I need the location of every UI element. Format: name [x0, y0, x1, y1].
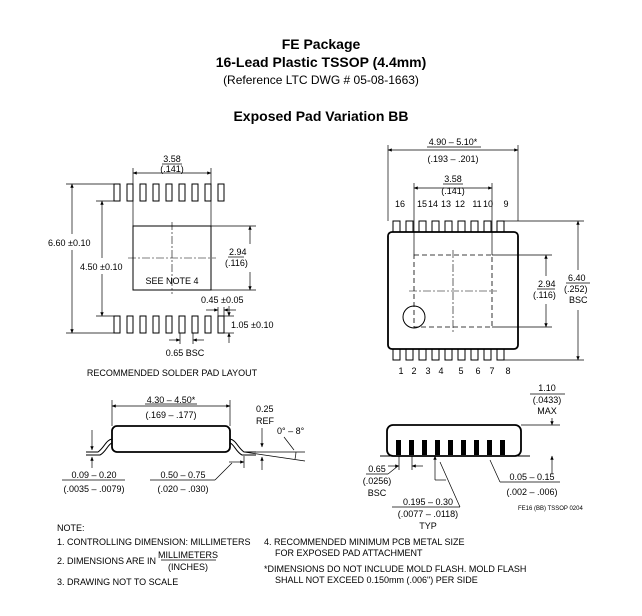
- dim-lead-width-mm: 0.195 – 0.30: [403, 497, 453, 507]
- pin-number: 2: [411, 366, 416, 376]
- side-body: [111, 425, 231, 453]
- pin-number: 10: [483, 199, 493, 209]
- dim-pad-pitch: 0.65 BSC: [166, 348, 205, 358]
- note-3: 3. DRAWING NOT TO SCALE: [57, 577, 178, 587]
- package-side-view: 4.30 – 4.50* (.169 – .177) 0.25 REF 0° –…: [62, 395, 306, 494]
- pin-number: 1: [398, 366, 403, 376]
- drawing-id: FE16 (BB) TSSOP 0204: [518, 506, 583, 512]
- dim-ep-width-mm: 3.58: [444, 174, 462, 184]
- package-top-view: 16 15 14 13 12 11 10 9 1 2 3 4 5 6 7 8 4…: [387, 137, 590, 376]
- pin-number: 14: [428, 199, 438, 209]
- dim-pad-spacing-in: (.141): [160, 164, 184, 174]
- dim-ep-width-in: (.141): [441, 186, 465, 196]
- package-end-view: 1.10 (.0433) MAX 0.65 (.0256) BSC 0.195 …: [363, 383, 584, 531]
- note-4-cont: FOR EXPOSED PAD ATTACHMENT: [275, 548, 423, 558]
- pin-number: 7: [489, 366, 494, 376]
- dim-ep-height-mm: 2.94: [538, 279, 556, 289]
- dim-lead-thickness-mm: 0.09 – 0.20: [71, 470, 116, 480]
- note-1: 1. CONTROLLING DIMENSION: MILLIMETERS: [57, 537, 251, 547]
- pin-number: 16: [395, 199, 405, 209]
- pin-number: 8: [505, 366, 510, 376]
- dim-overall-width-mm: 6.40: [568, 273, 586, 283]
- pin-number: 6: [475, 366, 480, 376]
- dim-foot-length-mm: 0.50 – 0.75: [160, 470, 205, 480]
- note-5-cont: SHALL NOT EXCEED 0.150mm (.006") PER SID…: [275, 575, 478, 585]
- dim-lead-width-typ: TYP: [419, 521, 437, 531]
- notes: NOTE: 1. CONTROLLING DIMENSION: MILLIMET…: [57, 523, 526, 587]
- pin-number: 12: [455, 199, 465, 209]
- dim-lead-pitch-bsc: BSC: [368, 488, 387, 498]
- package-title: FE Package: [282, 36, 361, 52]
- dim-pad-height-in: (.116): [225, 258, 248, 268]
- dim-pad-height-mm: 2.94: [229, 247, 247, 257]
- dim-ref-value: 0.25: [256, 404, 274, 414]
- dim-body-length-in: (.193 – .201): [427, 154, 478, 164]
- dim-height-max: MAX: [537, 406, 557, 416]
- note-2: 2. DIMENSIONS ARE IN: [57, 556, 156, 566]
- dim-height-in: (.0433): [533, 395, 562, 405]
- dim-ep-height-in: (.116): [533, 290, 556, 300]
- lead-angle: 0° – 8°: [277, 426, 305, 436]
- end-leads: [396, 440, 505, 455]
- dim-body-length-mm: 4.90 – 5.10*: [429, 137, 478, 147]
- dim-overall-width-bsc: BSC: [569, 295, 588, 305]
- see-note-label: SEE NOTE 4: [145, 276, 198, 286]
- package-subtitle: 16-Lead Plastic TSSOP (4.4mm): [216, 54, 427, 70]
- dim-overall-width-in: (.252): [564, 284, 588, 294]
- dim-lead-thickness-in: (.0035 – .0079): [63, 484, 124, 494]
- top-leads: [392, 220, 505, 233]
- package-body: [387, 231, 519, 350]
- dim-overall-span: 6.60 ±0.10: [48, 238, 90, 248]
- dim-foot-length-in: (.020 – .030): [157, 484, 208, 494]
- dim-standoff-in: (.002 – .006): [506, 487, 557, 497]
- dim-standoff-mm: 0.05 – 0.15: [509, 472, 554, 482]
- dim-inner-span: 4.50 ±0.10: [80, 262, 122, 272]
- dim-ref-label: REF: [256, 416, 275, 426]
- dim-body-width-mm: 4.30 – 4.50*: [147, 395, 196, 405]
- pin-number: 11: [472, 199, 481, 209]
- dim-pad-length: 1.05 ±0.10: [231, 320, 273, 330]
- dim-lead-pitch-mm: 0.65: [368, 464, 386, 474]
- dim-lead-pitch-in: (.0256): [363, 476, 392, 486]
- pin-number: 5: [458, 366, 463, 376]
- note-4: 4. RECOMMENDED MINIMUM PCB METAL SIZE: [264, 537, 465, 547]
- note-5: *DIMENSIONS DO NOT INCLUDE MOLD FLASH. M…: [264, 564, 526, 574]
- pin-number: 4: [438, 366, 443, 376]
- pin-number: 15: [417, 199, 427, 209]
- dim-body-width-in: (.169 – .177): [145, 410, 196, 420]
- solder-layout-caption: RECOMMENDED SOLDER PAD LAYOUT: [87, 368, 258, 378]
- notes-heading: NOTE:: [57, 523, 85, 533]
- pin1-indicator: [402, 305, 426, 329]
- dim-pad-width: 0.45 ±0.05: [201, 295, 243, 305]
- reference-drawing: (Reference LTC DWG # 05-08-1663): [223, 73, 419, 87]
- pin-number: 9: [503, 199, 508, 209]
- note-2-units-mm: MILLIMETERS: [158, 550, 218, 560]
- note-2-units-in: (INCHES): [168, 562, 208, 572]
- dim-lead-width-in: (.0077 – .0118): [398, 509, 458, 519]
- pin-number: 13: [441, 199, 451, 209]
- solder-pads-bottom: [113, 315, 225, 334]
- solder-pad-layout: SEE NOTE 4 3.58 (.141) 6.60 ±0.10 4.50 ±…: [48, 154, 273, 378]
- variation-title: Exposed Pad Variation BB: [233, 108, 408, 124]
- solder-pads-top: [113, 183, 225, 202]
- bottom-leads: [392, 348, 505, 361]
- pin-number: 3: [425, 366, 430, 376]
- dim-height-mm: 1.10: [538, 383, 556, 393]
- dim-pad-spacing-mm: 3.58: [163, 154, 181, 164]
